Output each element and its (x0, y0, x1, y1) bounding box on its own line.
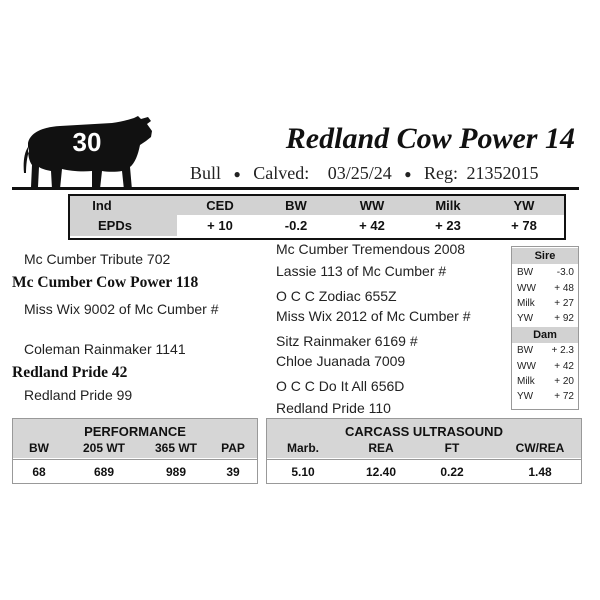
dam-epd-value: + 42 (554, 361, 574, 372)
sire-dam-epd-box: Sire BW -3.0 WW + 48 Milk + 27 YW + 92 D… (511, 246, 579, 410)
dam-epd-value: + 20 (554, 376, 574, 387)
dam-epd-label: Milk (517, 376, 535, 387)
pedigree-ancestor: Mc Cumber Tremendous 2008 (276, 241, 466, 257)
performance-header-bg (13, 419, 257, 458)
sire-epd-label: Milk (517, 298, 535, 309)
bull-silhouette-icon (23, 116, 153, 190)
performance-value-pap: 39 (226, 465, 240, 479)
epd-col-milk: Milk (435, 198, 461, 213)
calved-date: 03/25/24 (327, 163, 392, 183)
sire-epd-value: -3.0 (556, 267, 574, 278)
sex-label: Bull (190, 163, 222, 183)
lot-badge: 30 (20, 115, 155, 195)
performance-col-bw: BW (29, 441, 49, 455)
epd-value-row (70, 215, 564, 234)
pedigree-dam-dam: Redland Pride 99 (24, 387, 133, 403)
carcass-col-rea: REA (368, 441, 394, 455)
performance-title: PERFORMANCE (84, 424, 186, 439)
reg-number: 21352015 (466, 163, 539, 183)
pedigree-ancestor: Sitz Rainmaker 6169 # (276, 333, 418, 349)
sire-epd-value: + 92 (554, 313, 574, 324)
dam-epd-label: YW (517, 391, 534, 402)
carcass-ultrasound-table: CARCASS ULTRASOUND Marb. REA FT CW/REA 5… (266, 418, 582, 484)
pedigree-sire: Mc Cumber Cow Power 118 (12, 274, 199, 291)
sire-epd-value: + 27 (554, 298, 574, 309)
epd-value-yw: + 78 (511, 218, 537, 233)
epd-col-bw: BW (285, 198, 307, 213)
pedigree-sire-dam: Miss Wix 9002 of Mc Cumber # (24, 301, 219, 317)
dam-epd-value: + 72 (554, 391, 574, 402)
epd-row-label: EPDs (98, 218, 132, 233)
pedigree-dam: Redland Pride 42 (12, 364, 128, 381)
pedigree-ancestor: Lassie 113 of Mc Cumber # (276, 263, 447, 279)
pedigree-dam-sire: Coleman Rainmaker 1141 (24, 341, 186, 357)
bullet-separator: ● (233, 167, 241, 182)
performance-value-365wt: 989 (165, 465, 187, 479)
sire-epd-label: WW (517, 283, 536, 294)
carcass-header-bg (267, 419, 581, 458)
dam-epd-header: Dam (512, 327, 578, 343)
animal-info-line: Bull ● Calved: 03/25/24 ● Reg: 21352015 (190, 163, 560, 184)
carcass-col-ft: FT (444, 441, 460, 455)
epd-row-label: Ind (92, 198, 112, 213)
carcass-col-marb: Marb. (286, 441, 319, 455)
epd-row-label-bg (70, 215, 177, 236)
carcass-col-cwrea: CW/REA (515, 441, 565, 455)
sire-epd-label: YW (517, 313, 534, 324)
epd-value-ww: + 42 (359, 218, 385, 233)
epd-table: Ind EPDs CED BW WW Milk YW + 10 -0.2 + 4… (68, 194, 566, 240)
header-divider (12, 187, 579, 190)
performance-col-pap: PAP (221, 441, 245, 455)
dam-epd-label: BW (517, 345, 534, 356)
sire-epd-value: + 48 (554, 283, 574, 294)
carcass-value-rea: 12.40 (365, 465, 397, 479)
calved-label: Calved: (253, 163, 310, 183)
animal-name: Redland Cow Power 14 (285, 122, 575, 155)
pedigree-ancestor: Miss Wix 2012 of Mc Cumber # (276, 308, 471, 324)
performance-col-205wt: 205 WT (82, 441, 125, 455)
pedigree-sire-sire: Mc Cumber Tribute 702 (24, 251, 171, 267)
carcass-title: CARCASS ULTRASOUND (345, 424, 503, 439)
carcass-value-ft: 0.22 (440, 465, 464, 479)
performance-col-365wt: 365 WT (154, 441, 197, 455)
carcass-value-marb: 5.10 (291, 465, 315, 479)
carcass-divider (267, 459, 581, 460)
dam-epd-label: WW (517, 361, 536, 372)
pedigree-ancestor: Chloe Juanada 7009 (276, 353, 406, 369)
epd-value-bw: -0.2 (284, 218, 308, 233)
performance-value-bw: 68 (32, 465, 46, 479)
sire-epd-label: BW (517, 267, 534, 278)
carcass-value-cwrea: 1.48 (528, 465, 552, 479)
epd-value-ced: + 10 (207, 218, 233, 233)
pedigree-ancestor: Redland Pride 110 (276, 400, 391, 416)
epd-col-ced: CED (206, 198, 234, 213)
performance-value-205wt: 689 (93, 465, 115, 479)
sire-epd-header: Sire (512, 248, 578, 264)
lot-number: 30 (72, 127, 102, 157)
performance-table: PERFORMANCE BW 205 WT 365 WT PAP 68 689 … (12, 418, 258, 484)
dam-epd-value: + 2.3 (551, 345, 574, 356)
epd-col-yw: YW (513, 198, 535, 213)
epd-col-ww: WW (359, 198, 385, 213)
bullet-separator: ● (404, 167, 412, 182)
reg-label: Reg: (424, 163, 459, 183)
pedigree-ancestor: O C C Zodiac 655Z (276, 288, 397, 304)
pedigree-ancestor: O C C Do It All 656D (276, 378, 405, 394)
epd-value-milk: + 23 (435, 218, 461, 233)
performance-divider (13, 459, 257, 460)
epd-header-row (70, 196, 564, 215)
